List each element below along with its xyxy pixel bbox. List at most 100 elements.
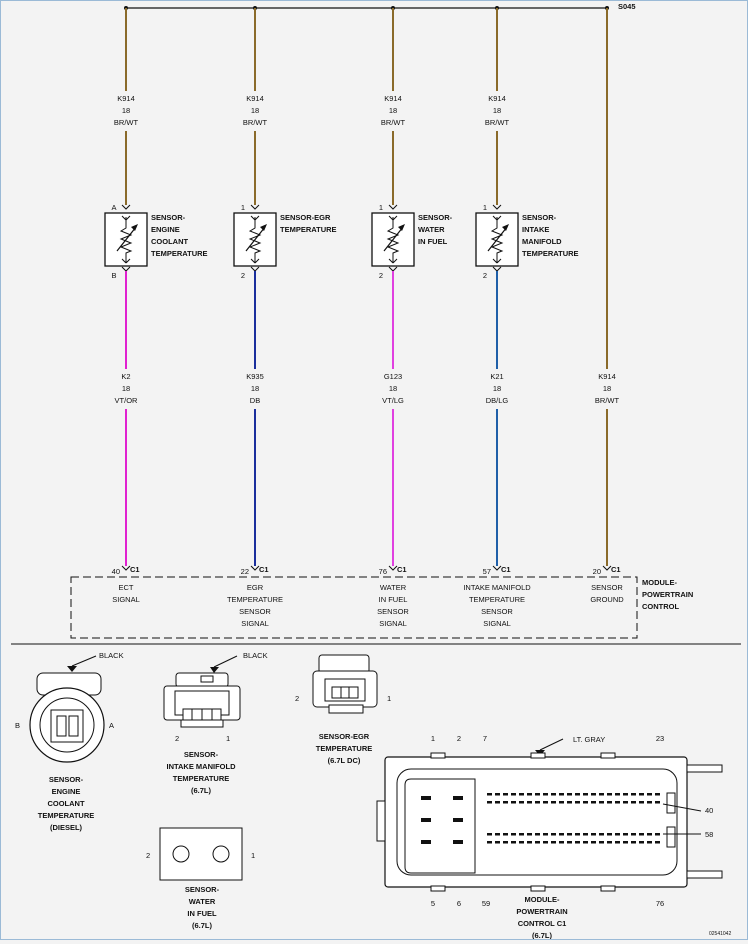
terminal [583,793,588,796]
wire-circuit-id: K21 [490,372,503,381]
pcm-pin-number: 57 [483,567,491,576]
pin-chevron [492,215,502,221]
terminal [575,793,580,796]
pcm-pin-chevron [121,565,131,571]
terminal [503,833,508,836]
circuit-imt: K91418BR/WT1SENSOR-INTAKEMANIFOLDTEMPERA… [463,6,579,628]
egr-connector-view: 2 1 SENSOR-EGR TEMPERATURE (6.7L DC) [295,654,391,765]
pcm-caption-4: (6.7L) [532,931,553,939]
terminal [551,833,556,836]
signal-name-line: ECT [119,583,134,592]
terminal [615,833,620,836]
sensor-name-line: TEMPERATURE [522,249,579,258]
wire-circuit-id: K2 [121,372,130,381]
signal-name-line: WATER [380,583,407,592]
terminal [655,801,660,804]
terminal [543,793,548,796]
pin-bottom-label: 2 [379,271,383,280]
pcm-caption-2: POWERTRAIN [516,907,567,916]
ect-connector-color: BLACK [99,651,124,660]
terminal [527,841,532,844]
signal-name-line: GROUND [590,595,624,604]
pin-chevron [250,215,260,221]
circuit-egr: K91418BR/WT1SENSOR-EGRTEMPERATURE2K93518… [227,6,337,628]
thermistor-arrowhead [131,224,138,231]
signal-name-line: SIGNAL [379,619,407,628]
terminal [631,801,636,804]
pcm-pin-chevron [602,565,612,571]
pin-chevron [121,266,131,272]
wire-color: DB [250,396,260,405]
pin-chevron [250,258,256,264]
terminal [503,793,508,796]
terminal [453,840,463,844]
terminal [559,841,564,844]
terminal [639,793,644,796]
ect-caption-2: ENGINE [52,787,81,796]
pin-bottom-label: 2 [241,271,245,280]
imt-caption-1: SENSOR- [184,750,219,759]
thermistor-arrowhead [398,224,405,231]
pcm-small-terminals [487,793,660,844]
terminal [535,833,540,836]
terminal [543,841,548,844]
pcm-pin-number: 40 [112,567,120,576]
terminal [535,841,540,844]
wire-circuit-id: K914 [246,94,264,103]
pin-chevron [492,266,502,272]
pin-chevron [121,258,127,264]
terminal [421,796,431,800]
wire-gauge: 18 [389,384,397,393]
terminal [607,833,612,836]
terminal [511,841,516,844]
pin-chevron [250,266,260,272]
pcm-connector-id: C1 [397,565,407,574]
terminal [495,801,500,804]
imt-connector-color: BLACK [243,651,268,660]
pin-top-label: 1 [379,203,383,212]
signal-name-line: IN FUEL [379,595,408,604]
thermistor-symbol [490,217,504,263]
signal-name-line: SENSOR [377,607,409,616]
wire-gauge: 18 [122,384,130,393]
signal-name-line: SIGNAL [483,619,511,628]
wire-color: BR/WT [114,118,139,127]
wire-color: VT/OR [115,396,139,405]
sensor-name-line: IN FUEL [418,237,448,246]
thermistor-arrowhead [502,224,509,231]
pin-top-label: A [111,203,116,212]
pin-chevron [250,204,260,210]
terminal [639,801,644,804]
wire-gauge: 18 [122,106,130,115]
wire-gauge: 18 [493,384,501,393]
ect-caption-4: TEMPERATURE [38,811,95,820]
pcm-caption-1: MODULE- [525,895,560,904]
terminal [647,793,652,796]
pcm-bottom-pin-3: 59 [482,899,490,908]
terminal [599,833,604,836]
terminal [631,841,636,844]
pcm-top-pin-4: 23 [656,734,664,743]
thermistor-arrow [116,226,137,252]
terminal [591,801,596,804]
terminal [567,841,572,844]
terminal [575,801,580,804]
circuit-ect: K91418BR/WTASENSOR-ENGINECOOLANTTEMPERAT… [104,6,208,604]
terminal [583,841,588,844]
wire-color: BR/WT [243,118,268,127]
wif-caption-4: (6.7L) [192,921,213,930]
splice-label: S045 [618,2,636,11]
pcm-side-pin-2: 58 [705,830,713,839]
pcm-top-pin-3: 7 [483,734,487,743]
terminal [511,793,516,796]
terminal [535,793,540,796]
terminal [503,841,508,844]
wire-color: BR/WT [595,396,620,405]
wire-gauge: 18 [389,106,397,115]
egr-caption-2: TEMPERATURE [316,744,373,753]
terminal [647,833,652,836]
ect-caption-3: COOLANT [47,799,84,808]
thermistor-symbol [386,217,400,263]
terminal [575,841,580,844]
